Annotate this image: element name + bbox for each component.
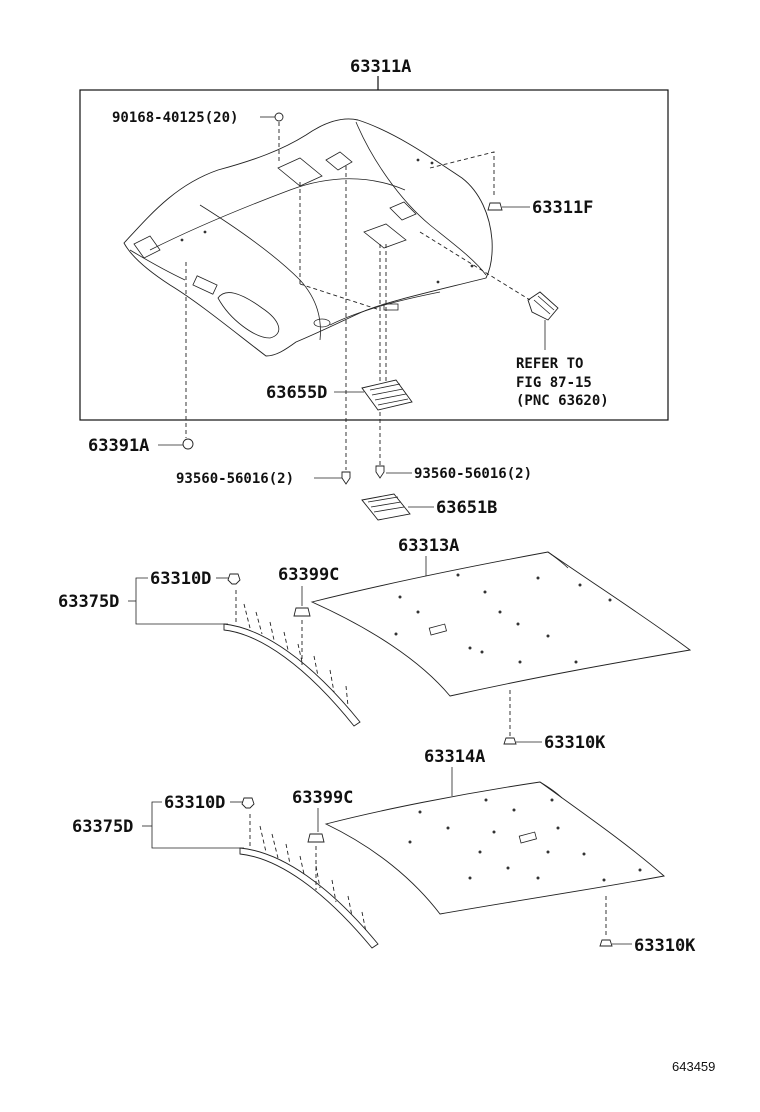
roof-opening-front bbox=[325, 151, 353, 171]
roof-panel-63314A-edge bbox=[539, 781, 563, 799]
part-label-63375D-top[interactable]: 63375D bbox=[58, 592, 119, 612]
lamp-detail bbox=[537, 295, 555, 311]
pad-63651B-pattern bbox=[367, 496, 405, 513]
rail-63375D-bottom-outline bbox=[239, 847, 379, 949]
dashed-guide bbox=[419, 231, 531, 301]
cap-63391A-icon bbox=[182, 438, 194, 450]
roof-panel-63313A-group: 63313A 63310K bbox=[310, 536, 692, 753]
panel-slot bbox=[428, 623, 447, 636]
part-label-63399C-top[interactable]: 63399C bbox=[278, 565, 339, 585]
part-label-63399C-bottom[interactable]: 63399C bbox=[292, 788, 353, 808]
roof-panel-63314A-group: 63314A 63310K bbox=[324, 747, 696, 956]
clip-63310K-top-icon bbox=[503, 737, 517, 745]
light-mount-panel bbox=[277, 157, 323, 187]
panel-slot bbox=[518, 831, 537, 844]
roof-panel-63313A-edge bbox=[547, 551, 569, 569]
part-label-63310D-top[interactable]: 63310D bbox=[150, 569, 211, 589]
screws-group: 93560-56016(2) 93560-56016(2) 63651B bbox=[176, 465, 532, 521]
clip-63399C-bottom-icon bbox=[307, 833, 325, 843]
part-label-63655D[interactable]: 63655D bbox=[266, 383, 327, 403]
headliner-dots bbox=[180, 158, 474, 284]
clip-63311F-icon bbox=[487, 202, 503, 211]
part-label-93560-left[interactable]: 93560-56016(2) bbox=[176, 471, 294, 487]
room-lamp-icon bbox=[527, 291, 559, 321]
refer-note-line2: FIG 87-15 bbox=[516, 375, 592, 391]
dashed-guide bbox=[299, 283, 381, 311]
assembly-frame bbox=[79, 89, 669, 421]
rear-slot bbox=[383, 303, 399, 311]
roof-panel-63314A-holes bbox=[408, 798, 642, 882]
part-label-63391A[interactable]: 63391A bbox=[88, 436, 149, 456]
part-label-90168-40125[interactable]: 90168-40125(20) bbox=[112, 110, 238, 126]
headliner-contour bbox=[355, 121, 487, 276]
clip-63310D-top-icon bbox=[227, 573, 241, 585]
part-label-63314A[interactable]: 63314A bbox=[424, 747, 485, 767]
headliner-contour bbox=[329, 291, 441, 326]
lamp-detail bbox=[533, 299, 551, 315]
headlining-assembly-group: 63311A 90168-40125(20) bbox=[79, 57, 669, 470]
roof-panel-63314A-outline bbox=[324, 781, 665, 915]
rear-clip-hole bbox=[313, 318, 331, 328]
rail-63375D-top-outline bbox=[223, 623, 361, 727]
clip-63399C-top-icon bbox=[293, 607, 311, 617]
part-label-93560-right[interactable]: 93560-56016(2) bbox=[414, 466, 532, 482]
part-label-63311F[interactable]: 63311F bbox=[532, 198, 593, 218]
part-label-63310D-bottom[interactable]: 63310D bbox=[164, 793, 225, 813]
sunvisor-pocket-left bbox=[133, 235, 161, 259]
pad-63655D-icon bbox=[361, 379, 413, 411]
part-label-63313A[interactable]: 63313A bbox=[398, 536, 459, 556]
rail-63375D-top-group: 63375D 63310D 63399C bbox=[58, 565, 361, 727]
clip-63310K-bottom-icon bbox=[599, 939, 613, 947]
pad-63651B-icon bbox=[361, 493, 411, 521]
refer-note-line1: REFER TO bbox=[516, 356, 583, 372]
headliner-contour bbox=[149, 178, 406, 251]
part-label-63310K-bottom[interactable]: 63310K bbox=[634, 936, 696, 956]
part-label-63310K-top[interactable]: 63310K bbox=[544, 733, 606, 753]
part-label-63311A[interactable]: 63311A bbox=[350, 57, 411, 77]
clip-90168-icon bbox=[274, 112, 284, 122]
headliner-front-edge bbox=[129, 249, 186, 281]
roof-panel-63313A-holes bbox=[394, 573, 612, 664]
roof-opening-front bbox=[389, 201, 417, 221]
light-mount-panel bbox=[363, 223, 407, 249]
screw-93560-left-icon bbox=[341, 471, 351, 485]
pad-63655D-pattern bbox=[369, 383, 409, 406]
screw-93560-right-icon bbox=[375, 465, 385, 479]
headliner-outline bbox=[123, 118, 493, 357]
refer-note-line3: (PNC 63620) bbox=[516, 393, 609, 409]
rail-63375D-top-clips bbox=[235, 590, 349, 707]
dashed-guide bbox=[429, 151, 495, 198]
part-label-63651B[interactable]: 63651B bbox=[436, 498, 497, 518]
grab-handle-recess bbox=[217, 292, 280, 339]
rail-63375D-bottom-group: 63375D 63310D 63399C bbox=[72, 788, 379, 949]
rail-63375D-bottom-clips bbox=[249, 814, 367, 933]
figure-number: 643459 bbox=[672, 1059, 715, 1074]
clip-63310D-bottom-icon bbox=[241, 797, 255, 809]
console-opening bbox=[192, 275, 218, 295]
bracket-63375D-bottom bbox=[151, 801, 244, 849]
roof-panel-63313A-outline bbox=[310, 551, 692, 697]
part-label-63375D-bottom[interactable]: 63375D bbox=[72, 817, 133, 837]
